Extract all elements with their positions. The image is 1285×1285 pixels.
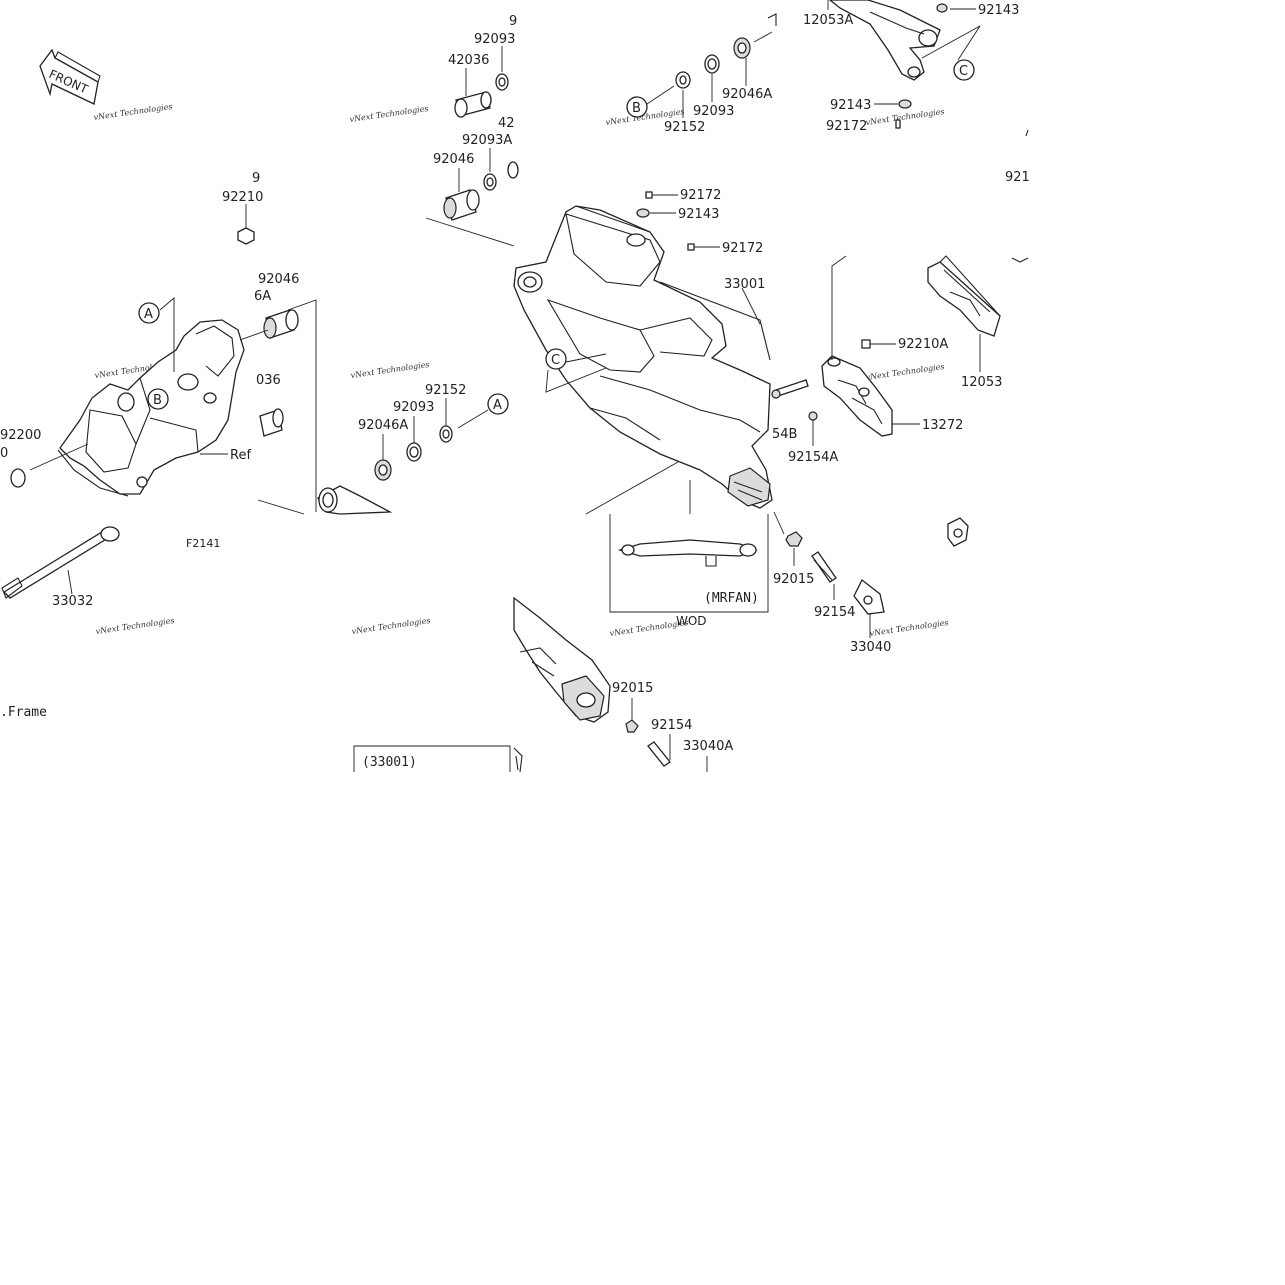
chain-guide: 13272 92210A 54B 92154A <box>771 255 963 465</box>
part-label-92143-top: 92143 <box>978 3 1019 18</box>
part-label-92154-low: 92154 <box>651 718 692 733</box>
watermark: vNext Technologies <box>349 104 429 124</box>
part-label-92172-top: 92172 <box>826 119 867 134</box>
part-label-33040: 33040 <box>850 640 891 655</box>
callout-c-label: C <box>959 64 968 79</box>
callout-a-label: A <box>493 398 502 413</box>
part-label-92154-right: 92154 <box>814 605 855 620</box>
watermark: vNext Technologies <box>865 362 945 382</box>
part-label-92152-top: 92152 <box>664 120 705 135</box>
ref-code-f2141: F2141 <box>186 537 220 550</box>
part-label-92093-top: 92093 <box>474 32 515 47</box>
part-label-33032: 33032 <box>52 594 93 609</box>
part-label-92143-b: 92143 <box>830 98 871 113</box>
ref-frame-label: Ref <box>230 448 251 463</box>
swingarm-main: 33001 C <box>513 205 773 509</box>
part-label-92093a: 92093A <box>462 133 512 148</box>
chain-slider-12053: 12053 <box>927 255 1002 547</box>
variant-inset-box: (MRFAN) WOD <box>585 461 769 628</box>
part-label-921-cut: 921 <box>1005 170 1030 185</box>
frame-bracket-assembly: Ref .Frame <box>0 319 251 720</box>
watermark: vNext Technologies <box>95 616 175 636</box>
watermark: vNext Technologies <box>350 360 430 380</box>
part-label-54b-cut: 54B <box>772 427 797 442</box>
part-label-6a-cut: 6A <box>254 289 271 304</box>
left-hardware: 92200 0 92210 9 92046 6A 036 <box>0 171 317 515</box>
part-label-0-cut: 0 <box>0 446 8 461</box>
part-label-12053a: 12053A <box>803 13 853 28</box>
part-label-92046a-low: 92046A <box>358 418 408 433</box>
part-label-33040a: 33040A <box>683 739 733 754</box>
chain-slider-link: 12053A 92143 C 92143 92172 921 <box>803 0 1030 263</box>
part-label-92093-low: 92093 <box>393 400 434 415</box>
part-label-12053: 12053 <box>961 375 1002 390</box>
part-label-92210-left: 92210 <box>222 190 263 205</box>
swingarm-lower-end: 92015 92154 33040A <box>513 596 733 772</box>
ref-box-33001: (33001) <box>353 745 523 773</box>
callout-b-left: B <box>147 388 169 410</box>
part-label-33001: 33001 <box>724 277 765 292</box>
watermark: vNext Technologies <box>869 618 949 638</box>
part-label-92210a: 92210A <box>898 337 948 352</box>
top-bushing-stack: 42036 92093 9 42 92046 92093A <box>425 14 519 247</box>
part-label-42036-top: 42036 <box>448 53 489 68</box>
part-label-92172-b: 92172 <box>722 241 763 256</box>
pivot-shaft: 33032 F2141 <box>1 526 220 609</box>
part-label-9-cut: 9 <box>252 171 260 186</box>
part-label-9-top-cut: 9 <box>509 14 517 29</box>
part-label-92152-mid: 92152 <box>425 383 466 398</box>
axle-hardware-right: 92015 92154 33040 <box>773 511 891 655</box>
part-label-92046a-top: 92046A <box>722 87 772 102</box>
part-label-036-cut: 036 <box>256 373 281 388</box>
part-label-92046-left: 92046 <box>258 272 299 287</box>
pivot-washers-low: 92046A 92093 92152 A <box>317 383 509 515</box>
watermark: vNext Technologies <box>93 102 173 122</box>
part-label-13272: 13272 <box>922 418 963 433</box>
part-label-92093-mid: 92093 <box>693 104 734 119</box>
callout-c-label: C <box>551 353 560 368</box>
part-label-92172-a: 92172 <box>680 188 721 203</box>
top-right-bushing-stack: 92152 92093 92046A B <box>626 13 777 135</box>
ref-code-33001: (33001) <box>362 755 417 770</box>
part-label-92046-top: 92046 <box>433 152 474 167</box>
variant-code-wod: WOD <box>676 614 707 628</box>
part-label-42-cut: 42 <box>498 116 515 131</box>
part-label-92015-low: 92015 <box>612 681 653 696</box>
variant-code-mrfan: (MRFAN) <box>704 591 759 606</box>
watermark: vNext Technologies <box>351 616 431 636</box>
front-arrow-badge: FRONT <box>39 48 101 105</box>
callout-a-left: A <box>138 297 175 372</box>
part-label-92143-c: 92143 <box>678 207 719 222</box>
part-label-92200: 92200 <box>0 428 41 443</box>
frame-label-cut: .Frame <box>0 705 47 720</box>
callout-b-label: B <box>632 101 641 116</box>
part-label-92154a: 92154A <box>788 450 838 465</box>
swingarm-top-hardware: 92172 92143 92172 <box>636 188 763 256</box>
watermark: vNext Technologies <box>865 107 945 127</box>
part-label-92015-right: 92015 <box>773 572 814 587</box>
callout-b-label: B <box>153 393 162 408</box>
callout-a-label: A <box>144 307 153 322</box>
